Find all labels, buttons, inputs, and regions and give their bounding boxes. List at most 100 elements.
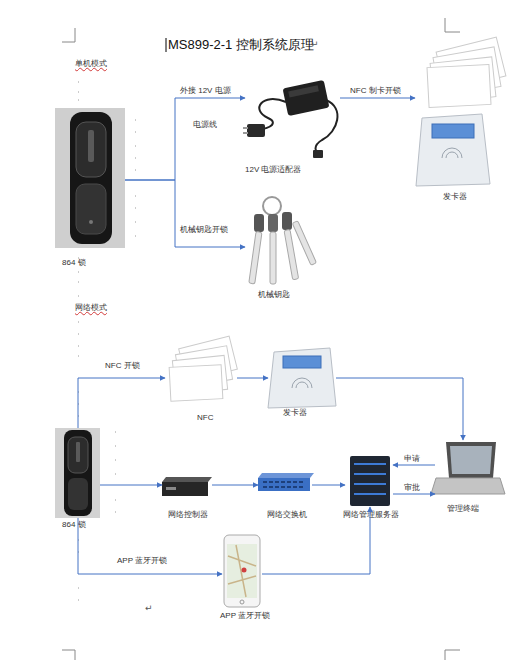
edge-label: 审批 xyxy=(404,483,420,493)
crop-mark xyxy=(62,28,75,42)
phone-photo xyxy=(240,600,244,604)
lock-photo xyxy=(76,442,80,462)
device-caption: 864 锁 xyxy=(62,258,86,268)
crop-mark xyxy=(445,18,460,32)
server-photo xyxy=(350,456,390,506)
crop-mark xyxy=(62,650,75,660)
edge-label: APP 蓝牙开锁 xyxy=(117,556,167,566)
annotation-label: ↵ xyxy=(145,603,153,614)
power-adapter-photo xyxy=(243,132,248,134)
flow-arrow xyxy=(100,485,162,486)
lock-photo xyxy=(55,108,125,248)
mechanical-key-photo xyxy=(292,221,316,265)
device-caption: 12V 电源适配器 xyxy=(245,165,301,175)
laptop-photo xyxy=(431,478,505,494)
device-node: 网络控制器 xyxy=(162,475,212,497)
network-switch-photo xyxy=(263,482,303,487)
lock-photo xyxy=(64,430,92,516)
network-controller-photo xyxy=(166,487,176,490)
annotation-label: 单机模式 xyxy=(75,59,107,69)
card-reader-photo xyxy=(442,148,462,158)
mechanical-key-photo xyxy=(282,212,292,230)
flow-arrow xyxy=(312,485,345,486)
lock-photo xyxy=(68,478,88,510)
lock-photo xyxy=(70,112,112,244)
flow-arrow xyxy=(393,494,435,495)
mechanical-key-photo xyxy=(270,232,276,284)
flow-arrow xyxy=(78,378,165,428)
flow-arrow xyxy=(125,98,245,180)
network-controller-photo xyxy=(162,482,208,496)
device-node: 网络管理服务器 xyxy=(345,455,393,507)
mechanical-key-photo xyxy=(249,197,317,284)
card-reader-photo xyxy=(416,37,506,186)
flow-arrow xyxy=(340,98,415,99)
annotation-label: 电源线 xyxy=(193,120,217,130)
annotation-label: ↵ xyxy=(311,39,319,50)
text-cursor xyxy=(166,38,167,52)
edge-label: 外接 12V 电源 xyxy=(180,86,231,96)
device-node: 网络交换机 xyxy=(258,472,312,492)
device-node: 12V 电源适配器 xyxy=(245,72,340,160)
device-caption: 网络管理服务器 xyxy=(343,510,399,520)
device-node: 864 锁 xyxy=(55,428,100,518)
device-caption: 864 锁 xyxy=(62,520,86,530)
card-reader-photo xyxy=(283,356,321,368)
laptop-photo xyxy=(431,442,505,494)
network-switch-photo xyxy=(258,473,314,491)
card-reader-photo xyxy=(268,348,336,408)
device-caption: 网络交换机 xyxy=(267,510,307,520)
lock-photo xyxy=(89,220,93,224)
device-caption: 管理终端 xyxy=(447,504,479,514)
card-reader-photo xyxy=(416,114,490,186)
network-controller-photo xyxy=(162,477,212,496)
flow-arrow xyxy=(78,518,222,574)
diagram-title: MS899-2-1 控制系统原理 xyxy=(168,37,314,53)
server-photo xyxy=(354,464,386,494)
device-caption: 发卡器 xyxy=(283,408,307,418)
power-adapter-photo xyxy=(243,80,337,158)
edge-label: NFC 开锁 xyxy=(105,361,140,371)
phone-photo xyxy=(228,545,256,597)
device-caption: 网络控制器 xyxy=(168,510,208,520)
device-node: 机械钥匙 xyxy=(245,195,307,287)
edge-label: 机械钥匙开锁 xyxy=(180,225,228,235)
device-caption: 机械钥匙 xyxy=(258,290,290,300)
flow-arrow xyxy=(125,180,245,247)
phone-photo xyxy=(227,544,257,598)
flow-arrow xyxy=(262,507,370,574)
card-reader-photo xyxy=(427,64,491,107)
power-adapter-photo xyxy=(243,127,248,129)
card-reader-photo xyxy=(268,348,336,408)
mechanical-key-photo xyxy=(254,214,264,232)
edge-label: 申请 xyxy=(404,454,420,464)
nfc-card-photo xyxy=(169,365,223,402)
lock-photo xyxy=(76,122,106,177)
flow-arrow xyxy=(393,465,435,466)
nfc-card-photo xyxy=(169,336,237,401)
device-node: 864 锁 xyxy=(55,108,125,248)
device-caption: APP 蓝牙开锁 xyxy=(220,611,270,621)
card-reader-photo xyxy=(292,378,312,388)
flow-arrow xyxy=(212,485,258,486)
power-adapter-photo xyxy=(313,150,323,158)
power-adapter-photo xyxy=(247,124,265,137)
text-cursor xyxy=(166,38,167,52)
mechanical-key-photo xyxy=(268,214,278,232)
phone-photo xyxy=(224,535,260,607)
lock-photo xyxy=(68,437,88,473)
device-caption: NFC xyxy=(197,413,213,423)
laptop-photo xyxy=(446,442,496,478)
power-adapter-photo xyxy=(288,85,319,97)
card-reader-photo xyxy=(432,124,474,138)
device-node: 发卡器 xyxy=(415,40,505,186)
device-node: 管理终端 xyxy=(435,440,501,496)
mechanical-key-photo xyxy=(263,197,281,215)
network-switch-photo xyxy=(258,478,310,491)
network-switch-photo xyxy=(258,473,314,478)
lock-photo xyxy=(55,428,100,518)
